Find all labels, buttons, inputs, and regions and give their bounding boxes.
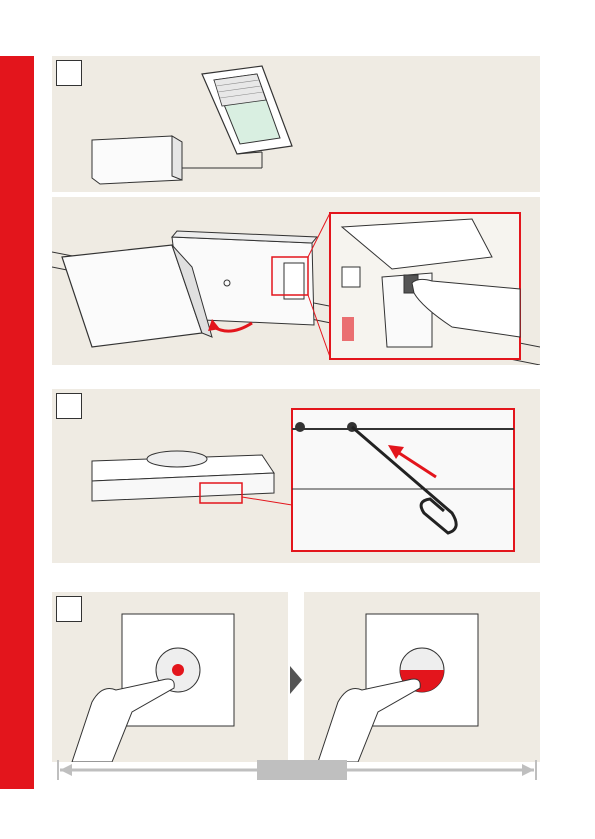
step-number-1: [56, 60, 82, 86]
panel-step3-right: [304, 592, 540, 762]
system-overview-illustration: [52, 56, 540, 192]
reset-illustration: [52, 389, 540, 563]
control-unit-illustration: [92, 451, 274, 503]
red-arrow-icon: [214, 323, 252, 331]
panel-step1-detail: [52, 197, 540, 365]
play-triangle-icon: [290, 666, 302, 694]
panel-step3-left: [52, 592, 288, 762]
panel-step2: [52, 389, 540, 563]
side-accent-bar: [0, 56, 34, 789]
window-illustration: [202, 66, 292, 154]
step-number-3: [56, 596, 82, 622]
wall-switch-after: [304, 592, 540, 762]
wall-switch-before: [52, 592, 288, 762]
step-number-2: [56, 393, 82, 419]
cover-removal-illustration: [52, 197, 540, 365]
duration-label: [257, 760, 347, 780]
panel-step1-overview: [52, 56, 540, 192]
